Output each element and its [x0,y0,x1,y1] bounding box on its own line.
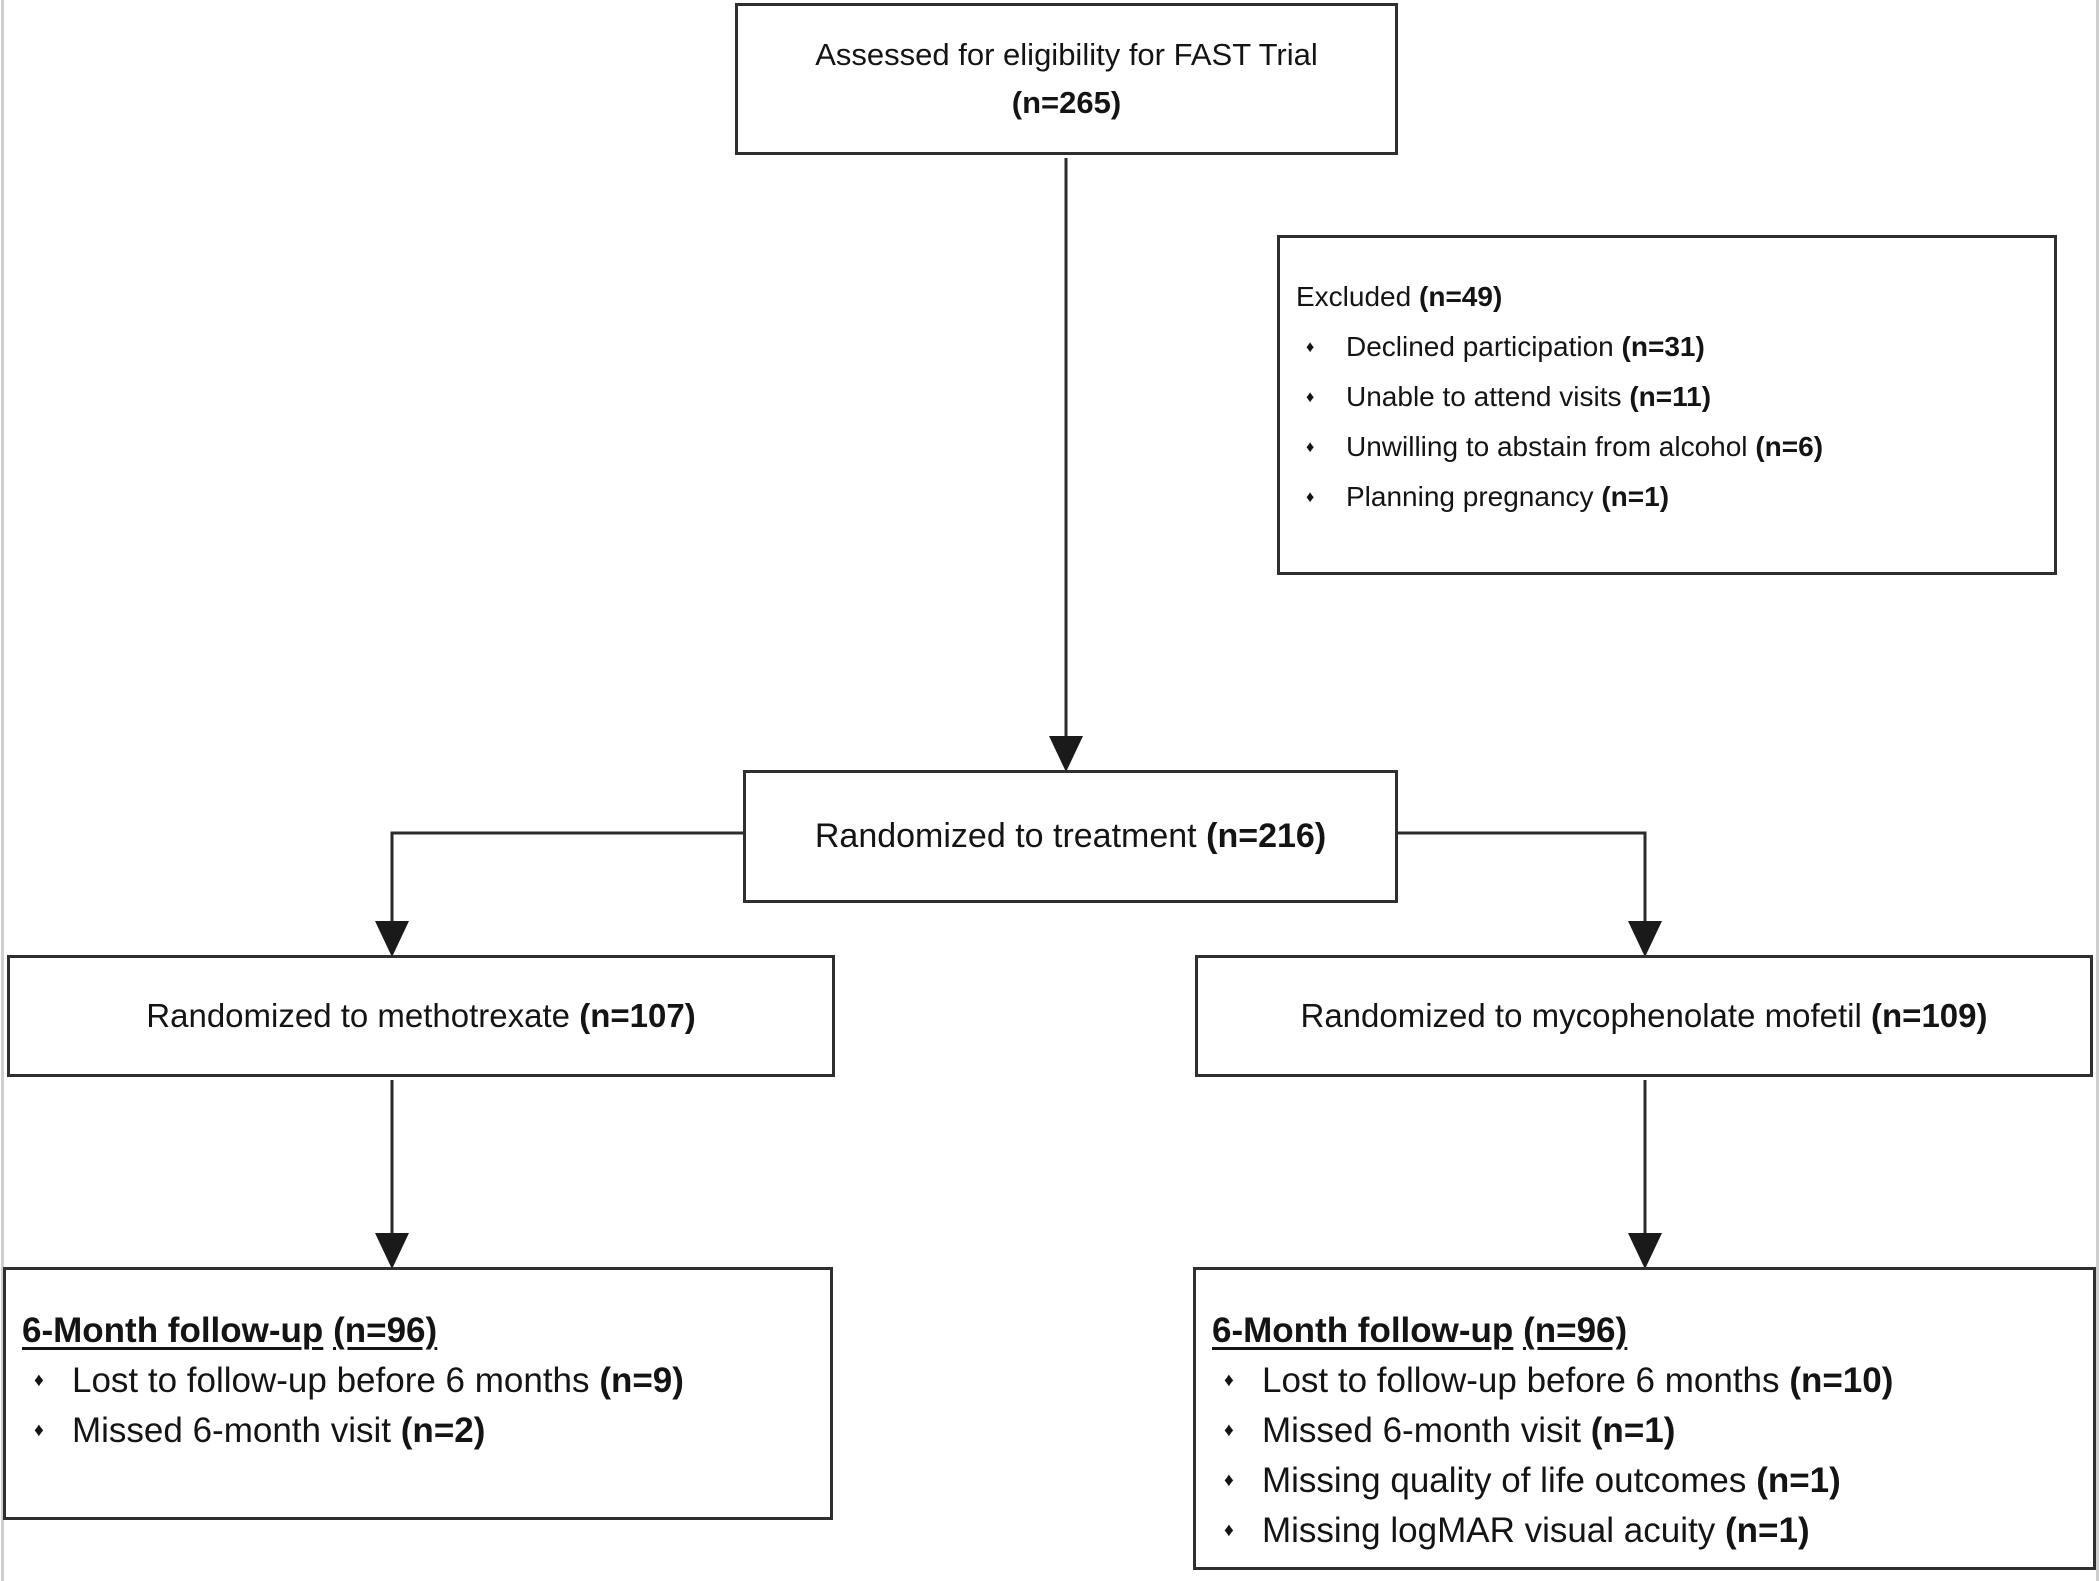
excluded-box: Excluded (n=49) ♦ Declined participation… [1277,235,2057,575]
list-item: ♦ Missed 6-month visit (n=2) [34,1411,486,1450]
list-item: ♦ Lost to follow-up before 6 months (n=1… [1224,1361,1894,1400]
arrowhead-icon [1628,1233,1662,1269]
diamond-bullet-icon: ♦ [1224,1370,1234,1391]
list-item: ♦ Planning pregnancy (n=1) [1306,481,1670,512]
list-item: ♦ Unwilling to abstain from alcohol (n=6… [1306,431,1824,462]
diamond-bullet-icon: ♦ [1306,337,1315,356]
randomized-label: Randomized to treatment [814,817,1197,855]
followup-header: 6-Month follow-up (n=96) [22,1311,438,1350]
diamond-bullet-icon: ♦ [1224,1470,1234,1491]
arrowhead-icon [375,1233,409,1269]
list-item: ♦ Declined participation (n=31) [1306,331,1705,362]
mycophenolate-count: (n=109) [1871,997,1988,1034]
diamond-bullet-icon: ♦ [34,1370,44,1391]
page-edge-left [1,0,4,1581]
diamond-bullet-icon: ♦ [1224,1420,1234,1441]
followup-header: 6-Month follow-up (n=96) [1212,1311,1628,1350]
list-item: ♦ Missing logMAR visual acuity (n=1) [1224,1511,1810,1550]
list-item: ♦ Missing quality of life outcomes (n=1) [1224,1461,1841,1500]
mycophenolate-box: Randomized to mycophenolate mofetil (n=1… [1195,955,2093,1077]
excluded-label: Excluded [1296,281,1412,312]
methotrexate-box: Randomized to methotrexate (n=107) [7,955,835,1077]
diamond-bullet-icon: ♦ [1224,1520,1234,1541]
eligibility-label: Assessed for eligibility for FAST Trial [815,37,1318,72]
diamond-bullet-icon: ♦ [34,1420,44,1441]
excluded-count: (n=49) [1419,281,1503,312]
diamond-bullet-icon: ♦ [1306,437,1315,456]
randomized-box: Randomized to treatment (n=216) [743,770,1398,903]
page-edge-right [2096,0,2099,1581]
list-item: ♦ Lost to follow-up before 6 months (n=9… [34,1361,684,1400]
methotrexate-count: (n=107) [579,997,696,1034]
diamond-bullet-icon: ♦ [1306,487,1315,506]
excluded-header: Excluded (n=49) [1296,272,2040,322]
list-item: ♦ Unable to attend visits (n=11) [1306,381,1712,412]
diamond-bullet-icon: ♦ [1306,387,1315,406]
arrowhead-icon [1628,921,1662,957]
arrowhead-icon [1049,736,1083,772]
arrow-randomized-to-methotrexate [390,831,743,925]
arrow-randomized-to-mycophenolate [1398,831,1647,925]
eligibility-count: (n=265) [1011,85,1122,120]
methotrexate-label: Randomized to methotrexate [146,997,571,1034]
list-item: ♦ Missed 6-month visit (n=1) [1224,1411,1676,1450]
arrowhead-icon [375,921,409,957]
mycophenolate-label: Randomized to mycophenolate mofetil [1300,997,1862,1034]
mycophenolate-followup-box: 6-Month follow-up (n=96) ♦ Lost to follo… [1193,1267,2096,1570]
eligibility-box: Assessed for eligibility for FAST Trial … [735,3,1398,155]
methotrexate-followup-box: 6-Month follow-up (n=96) ♦ Lost to follo… [3,1267,833,1520]
randomized-count: (n=216) [1206,817,1327,855]
